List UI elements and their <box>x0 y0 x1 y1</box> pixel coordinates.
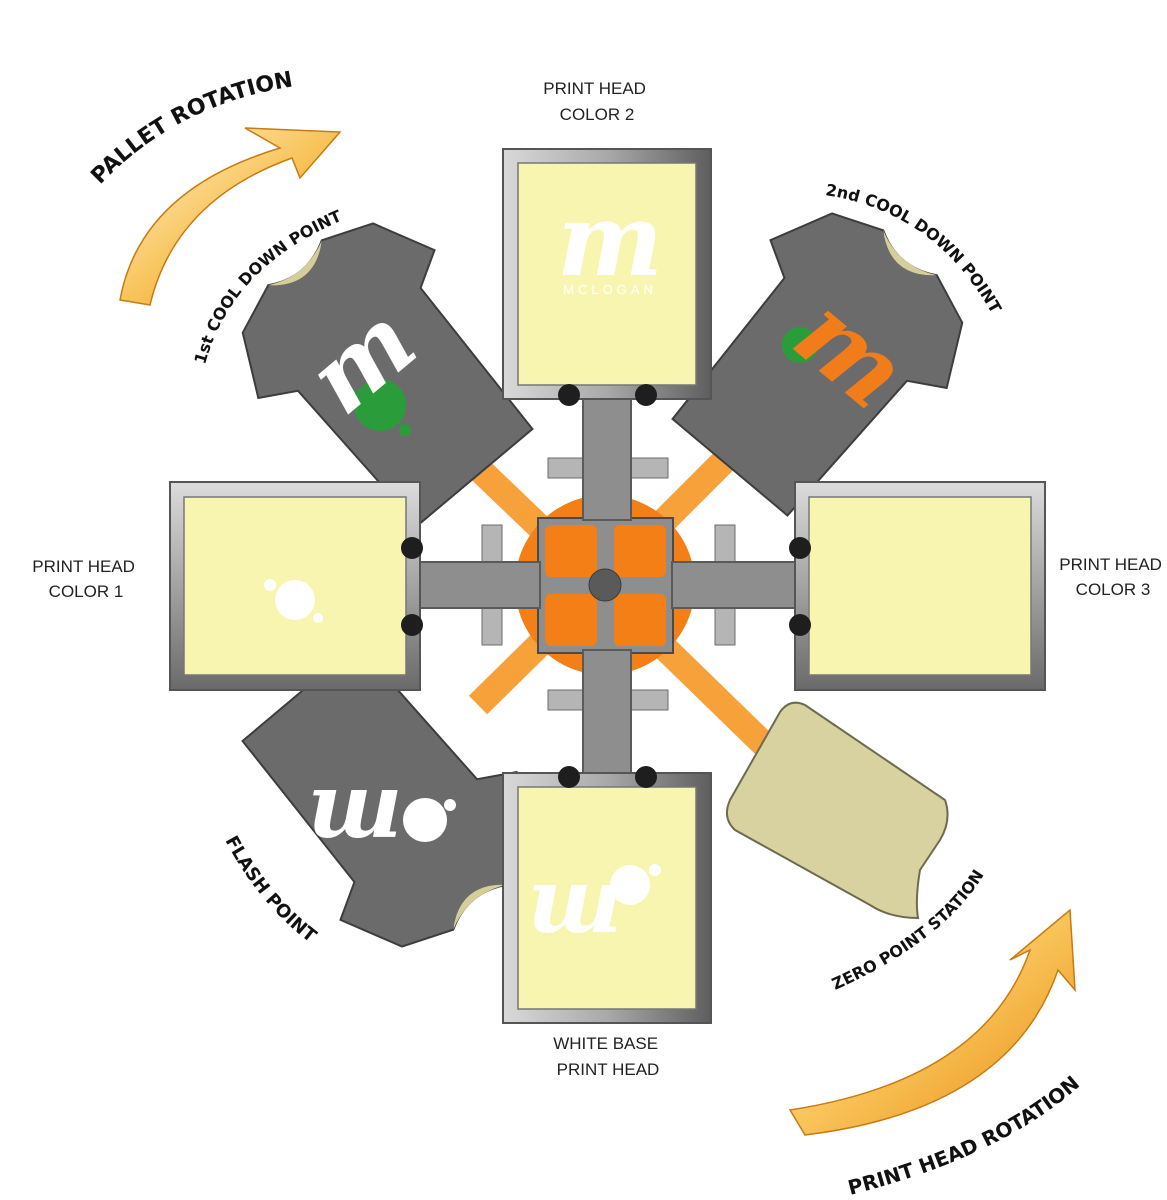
pallet-rotation-arrow <box>119 127 342 306</box>
label-flash-point: FLASH POINT <box>221 832 321 947</box>
svg-text:m: m <box>557 181 663 299</box>
print-head-rotation-arrow <box>788 908 1076 1136</box>
svg-text:m: m <box>307 768 402 874</box>
print-head-color-1 <box>169 481 423 691</box>
label-head-right: PRINT HEAD COLOR 3 <box>1059 555 1166 599</box>
label-head-left: PRINT HEAD COLOR 1 <box>32 557 139 601</box>
print-head-arms <box>409 384 813 776</box>
label-head-top: PRINT HEAD COLOR 2 <box>543 79 650 124</box>
print-head-color-2: m MCLOGAN <box>502 148 712 406</box>
logo-white-splash-flash: m <box>307 768 456 874</box>
screen-wordmark-top: MCLOGAN <box>563 282 657 297</box>
tshirt-cool-down-2 <box>671 212 964 517</box>
svg-text:m: m <box>527 863 622 969</box>
zero-point-pallet <box>725 701 949 920</box>
print-head-white-base: m <box>502 766 712 1024</box>
label-head-bottom: WHITE BASE PRINT HEAD <box>553 1034 663 1079</box>
tshirt-cool-down-1 <box>241 222 534 527</box>
central-hub <box>481 457 736 711</box>
print-head-color-3 <box>789 481 1046 691</box>
